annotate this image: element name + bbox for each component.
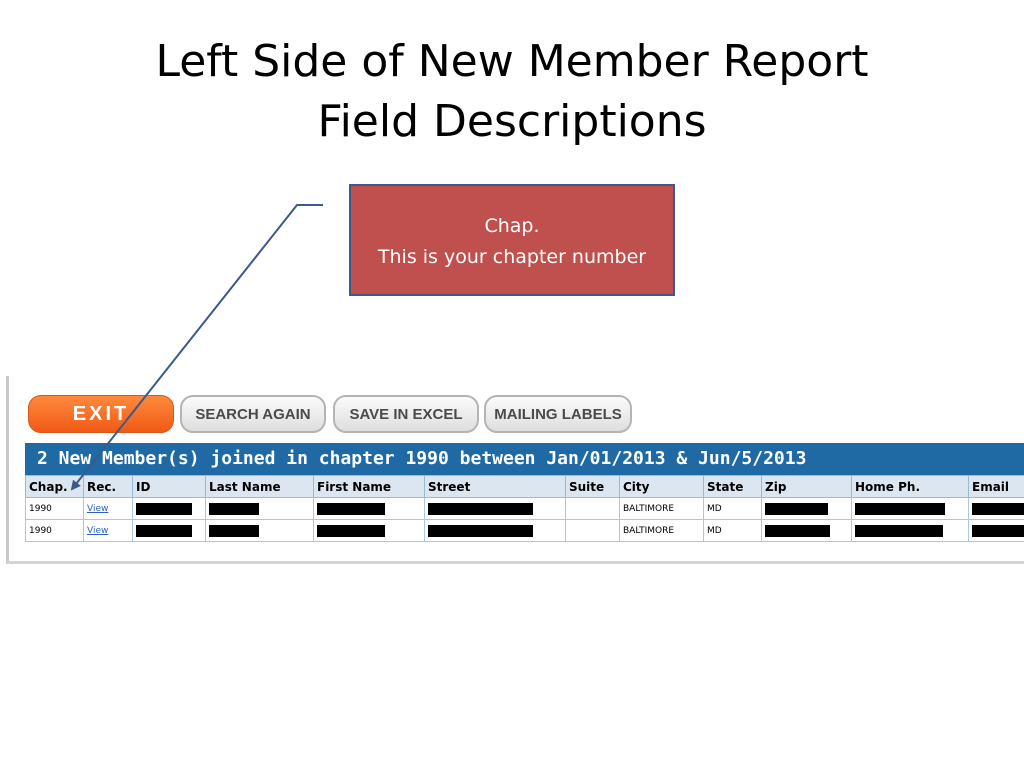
redacted-block	[765, 524, 830, 537]
col-header-suite[interactable]: Suite	[565, 475, 620, 498]
cell-suite	[565, 519, 620, 542]
cell-street	[424, 497, 566, 520]
slide-title-line2: Field Descriptions	[317, 96, 707, 147]
slide-title-line1: Left Side of New Member Report	[155, 36, 869, 87]
cell-email	[968, 497, 1024, 520]
col-header-home-phone[interactable]: Home Ph.	[851, 475, 969, 498]
member-table: Chap. Rec. ID Last Name First Name Stree…	[25, 475, 1024, 542]
cell-zip	[761, 519, 852, 542]
col-header-id[interactable]: ID	[132, 475, 206, 498]
table-row: 1990 View BALTIMORE MD	[25, 497, 1024, 520]
cell-city: BALTIMORE	[619, 497, 704, 520]
callout-heading: Chap.	[484, 215, 540, 237]
col-header-rec[interactable]: Rec.	[83, 475, 133, 498]
col-header-street[interactable]: Street	[424, 475, 566, 498]
cell-chap: 1990	[25, 497, 84, 520]
cell-id	[132, 497, 206, 520]
cell-email	[968, 519, 1024, 542]
redacted-block	[855, 502, 945, 515]
cell-home-phone	[851, 519, 969, 542]
callout-text: This is your chapter number	[377, 246, 647, 268]
save-in-excel-button[interactable]: SAVE IN EXCEL	[333, 395, 479, 433]
table-row: 1990 View BALTIMORE MD	[25, 519, 1024, 542]
cell-first-name	[313, 519, 425, 542]
exit-button[interactable]: EXIT	[28, 395, 174, 433]
view-record-link[interactable]: View	[87, 503, 109, 514]
redacted-block	[136, 524, 192, 537]
cell-rec: View	[83, 519, 133, 542]
col-header-city[interactable]: City	[619, 475, 704, 498]
cell-id	[132, 519, 206, 542]
new-member-report: 2 New Member(s) joined in chapter 1990 b…	[25, 443, 1024, 542]
cell-first-name	[313, 497, 425, 520]
table-header-row: Chap. Rec. ID Last Name First Name Stree…	[25, 475, 1024, 498]
redacted-block	[317, 524, 385, 537]
redacted-block	[972, 502, 1024, 515]
redacted-block	[428, 502, 533, 515]
cell-state: MD	[703, 519, 762, 542]
report-banner: 2 New Member(s) joined in chapter 1990 b…	[25, 443, 1024, 475]
col-header-chap[interactable]: Chap.	[25, 475, 84, 498]
redacted-block	[209, 524, 259, 537]
cell-street	[424, 519, 566, 542]
cell-rec: View	[83, 497, 133, 520]
redacted-block	[855, 524, 943, 537]
cell-home-phone	[851, 497, 969, 520]
cell-zip	[761, 497, 852, 520]
redacted-block	[136, 502, 192, 515]
col-header-first-name[interactable]: First Name	[313, 475, 425, 498]
redacted-block	[209, 502, 259, 515]
cell-chap: 1990	[25, 519, 84, 542]
col-header-email[interactable]: Email	[968, 475, 1024, 498]
redacted-block	[317, 502, 385, 515]
redacted-block	[972, 524, 1024, 537]
search-again-button[interactable]: SEARCH AGAIN	[180, 395, 326, 433]
slide-title: Left Side of New Member Report Field Des…	[0, 32, 1024, 152]
col-header-zip[interactable]: Zip	[761, 475, 852, 498]
cell-last-name	[205, 519, 314, 542]
cell-suite	[565, 497, 620, 520]
cell-city: BALTIMORE	[619, 519, 704, 542]
mailing-labels-button[interactable]: MAILING LABELS	[484, 395, 632, 433]
redacted-block	[428, 524, 533, 537]
col-header-state[interactable]: State	[703, 475, 762, 498]
cell-last-name	[205, 497, 314, 520]
view-record-link[interactable]: View	[87, 525, 109, 536]
cell-state: MD	[703, 497, 762, 520]
redacted-block	[765, 502, 828, 515]
col-header-last-name[interactable]: Last Name	[205, 475, 314, 498]
callout-box: Chap. This is your chapter number	[349, 184, 675, 296]
